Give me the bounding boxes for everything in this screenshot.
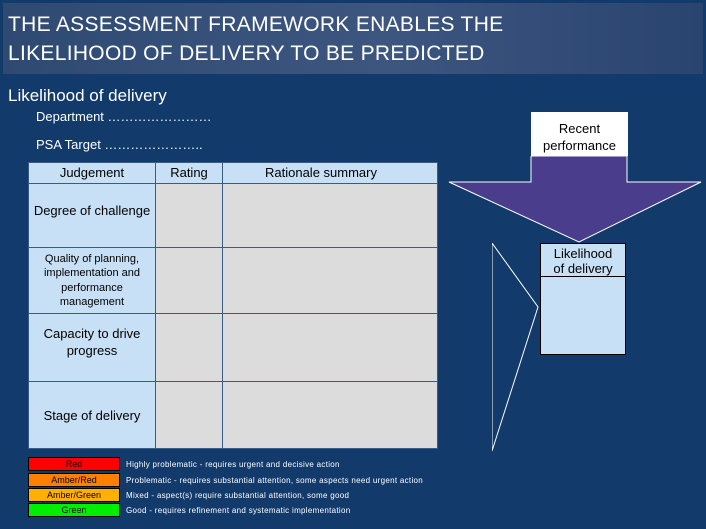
table-row: Quality of planning, implementation and … [28, 247, 438, 314]
table-header-row: Judgement Rating Rationale summary [28, 162, 438, 184]
psa-target-line: PSA Target ………………….. [36, 137, 203, 152]
likelihood-line-2: of delivery [553, 261, 613, 276]
title-line-1: THE ASSESSMENT FRAMEWORK ENABLES THE [8, 13, 504, 36]
header-rating: Rating [155, 162, 223, 184]
table-row: Capacity to drive progress [28, 313, 438, 382]
legend-desc-green: Good - requires refinement and systemati… [126, 506, 351, 515]
legend-desc-amber-green: Mixed - aspect(s) require substantial at… [126, 491, 350, 500]
legend-swatch-amber-red: Amber/Red [28, 473, 120, 487]
title-bar [3, 3, 703, 74]
table-row: Degree of challenge [28, 183, 438, 248]
legend-swatch-amber-green: Amber/Green [28, 488, 120, 502]
legend-desc-amber-red: Problematic - requires substantial atten… [126, 476, 424, 485]
rating-cell[interactable] [155, 183, 223, 248]
rationale-cell[interactable] [222, 313, 438, 382]
title-line-2: LIKELIHOOD OF DELIVERY TO BE PREDICTED [8, 42, 485, 65]
header-rationale: Rationale summary [222, 162, 438, 184]
right-chevron-icon [492, 243, 539, 452]
subtitle: Likelihood of delivery [8, 86, 167, 105]
legend-swatch-red: Red [28, 457, 120, 471]
rationale-cell[interactable] [222, 183, 438, 248]
header-judgement: Judgement [28, 162, 156, 184]
down-arrow-icon [448, 156, 702, 243]
table-row: Stage of delivery [28, 381, 438, 449]
row-label-degree-of-challenge: Degree of challenge [28, 183, 156, 248]
department-line: Department …………………… [36, 109, 212, 124]
likelihood-of-delivery-header: Likelihood of delivery [540, 243, 626, 277]
page-title: THE ASSESSMENT FRAMEWORK ENABLES THE LIK… [8, 10, 688, 68]
row-label-stage-of-delivery: Stage of delivery [28, 381, 156, 449]
assessment-table: Judgement Rating Rationale summary Degre… [28, 162, 438, 449]
likelihood-line-1: Likelihood [553, 246, 613, 261]
row-label-quality-of-planning: Quality of planning, implementation and … [28, 247, 156, 314]
legend-desc-red: Highly problematic - requires urgent and… [126, 460, 340, 469]
rationale-cell[interactable] [222, 247, 438, 314]
recent-performance-line-1: Recent [558, 121, 601, 136]
rationale-cell[interactable] [222, 381, 438, 449]
legend-swatch-green: Green [28, 503, 120, 517]
recent-performance-line-2: performance [543, 138, 616, 153]
row-label-capacity: Capacity to drive progress [28, 313, 156, 382]
rating-cell[interactable] [155, 313, 223, 382]
likelihood-of-delivery-value[interactable] [540, 277, 626, 355]
recent-performance-box: Recent performance [531, 112, 628, 156]
rating-cell[interactable] [155, 247, 223, 314]
rating-cell[interactable] [155, 381, 223, 449]
